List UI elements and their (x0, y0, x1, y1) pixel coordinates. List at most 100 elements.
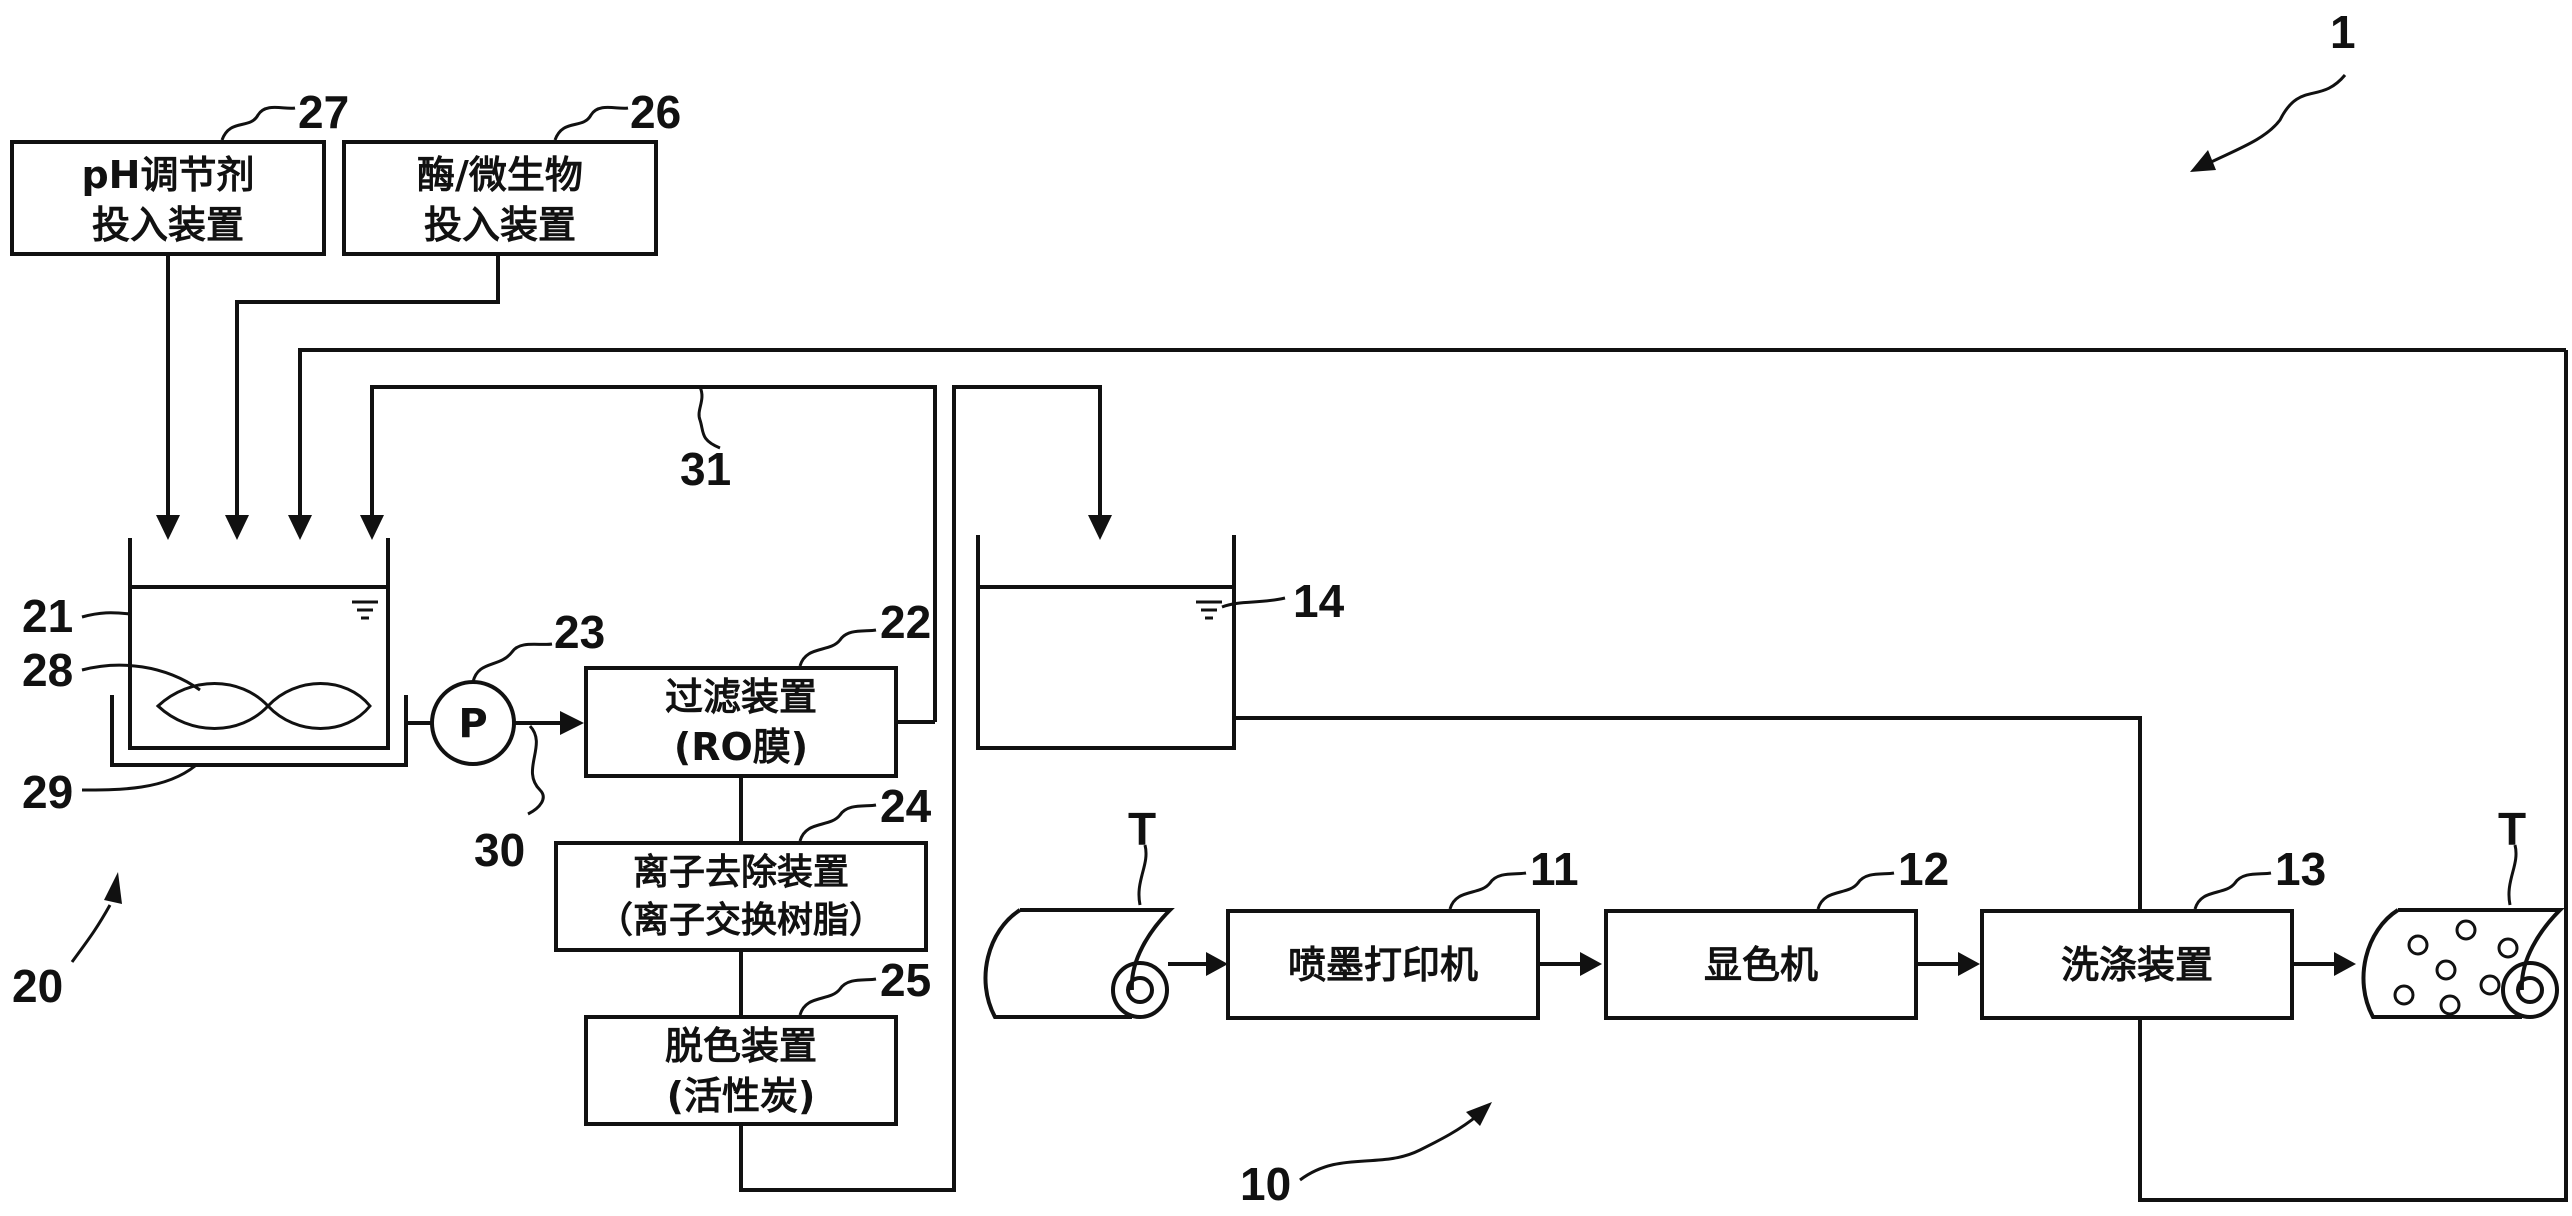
ref-31: 31 (680, 443, 731, 495)
print-dot (2407, 934, 2429, 956)
wastewater-tank (110, 538, 408, 767)
heater-jacket (110, 695, 408, 767)
recycled-water-line (739, 385, 1102, 1192)
ref-23: 23 (554, 606, 605, 658)
fabric-roll-out: T (2361, 803, 2565, 1019)
ion-removal-box (554, 841, 928, 952)
figure-leader (2204, 74, 2347, 167)
filtration-line2: (RO膜) (674, 725, 808, 769)
ref-t-in: T (1128, 803, 1156, 855)
recycled-water-arrow (1088, 515, 1112, 540)
pump-to-filter-arrow (560, 711, 584, 735)
tank-body (128, 538, 390, 750)
ref-t-out: T (2498, 803, 2526, 855)
wash-return-arrow (288, 515, 312, 540)
ref-t-in-leader (1137, 844, 1148, 906)
enzyme-microbe-line1: 酶/微生物 (417, 153, 583, 197)
roll-to-printer-arrow (1206, 952, 1228, 976)
washing-label: 洗涤装置 (2061, 943, 2213, 987)
print-dot (2435, 959, 2457, 981)
pump: P (430, 680, 516, 766)
fabric-roll-in-sheet (983, 908, 1132, 1019)
print-dot (2497, 937, 2519, 959)
ref-27: 27 (298, 86, 349, 138)
enzyme-microbe-line2: 投入装置 (424, 203, 576, 247)
ion-removal-line1: 离子去除装置 (633, 852, 849, 893)
ref-28: 28 (22, 644, 73, 696)
ref-28-leader (81, 663, 201, 692)
washing-box (1980, 909, 2294, 1020)
developer-to-wash-arrow (1958, 952, 1980, 976)
ref-22-leader (798, 628, 877, 667)
fabric-roll-out-outer (2501, 961, 2559, 1019)
water-tank (976, 535, 1236, 750)
figure-number: 1 (2330, 6, 2356, 58)
ref-26: 26 (630, 86, 681, 138)
inkjet-printer-box (1226, 909, 1540, 1020)
filtration-device: 过滤装置 (RO膜) 22 (584, 596, 931, 778)
ref-10: 10 (1240, 1158, 1291, 1210)
wash-drain-line (2138, 350, 2568, 1202)
print-dot (2439, 994, 2461, 1016)
ref-13-leader (2193, 871, 2272, 910)
ref-20: 20 (12, 960, 63, 1012)
ref-11-leader (1448, 871, 1527, 910)
print-dot (2455, 919, 2477, 941)
ref-30-leader (527, 724, 545, 816)
input-flow-lines (156, 256, 2566, 722)
ph-flow-arrow (156, 515, 180, 540)
fabric-roll-in-core (1126, 976, 1154, 1004)
ref-25: 25 (880, 954, 931, 1006)
ref-t-out-leader (2507, 844, 2518, 906)
ref-26-leader (553, 105, 629, 141)
ref-14: 14 (1293, 575, 1345, 627)
ref-14-leader (1221, 596, 1286, 609)
ref-10-arrowhead (1466, 1102, 1492, 1126)
filtration-line1: 过滤装置 (665, 675, 817, 719)
pipe-31-arrow (360, 515, 384, 540)
decolor-device: 脱色装置 (活性炭) 25 (584, 954, 931, 1126)
water-tank-body (976, 535, 1236, 750)
developer-label: 显色机 (1704, 943, 1818, 987)
water-to-wash-line (1234, 716, 2142, 911)
ref-25-leader (798, 977, 877, 1016)
ref-21: 21 (22, 590, 73, 642)
ref-29-leader (81, 764, 196, 792)
print-dot (2393, 984, 2415, 1006)
ph-adjuster-device: pH调节剂 投入装置 27 (10, 86, 349, 256)
ref-21-leader (81, 611, 131, 619)
ref-27-leader (220, 105, 296, 141)
pipe-31-line (370, 385, 937, 722)
fabric-roll-in-outer (1111, 961, 1169, 1019)
ref-13: 13 (2275, 843, 2326, 895)
ph-adjuster-line1: pH调节剂 (81, 153, 254, 197)
developer-device: 显色机 12 (1604, 843, 1949, 1020)
printer-to-developer-arrow (1580, 952, 1602, 976)
wash-to-roll-arrow (2334, 952, 2356, 976)
ref-29: 29 (22, 766, 73, 818)
enzyme-microbe-device: 酶/微生物 投入装置 26 (342, 86, 681, 256)
ph-adjuster-box (10, 140, 326, 256)
fabric-roll-out-core (2516, 976, 2544, 1004)
decolor-line2: (活性炭) (667, 1074, 816, 1118)
ref-23-leader (471, 642, 553, 683)
enzyme-flow-arrow (225, 515, 249, 540)
ref-11: 11 (1530, 843, 1579, 895)
ref-10-leader (1299, 1113, 1479, 1182)
decolor-line1: 脱色装置 (665, 1024, 817, 1068)
ref-31-leader (697, 386, 721, 450)
fabric-roll-in: T (983, 803, 1175, 1019)
ref-24-leader (798, 803, 877, 842)
ion-removal-device: 离子去除装置 （离子交换树脂） 24 (554, 780, 932, 952)
ref-20-arrowhead (104, 872, 122, 904)
ref-24: 24 (880, 780, 932, 832)
wash-return-line (298, 348, 2566, 520)
inkjet-printer-label: 喷墨打印机 (1288, 943, 1478, 987)
ref-12-leader (1816, 871, 1895, 910)
stirrer-blade (155, 682, 372, 730)
ref-30: 30 (474, 824, 525, 876)
enzyme-flow-line (235, 256, 500, 520)
enzyme-microbe-box (342, 140, 658, 256)
print-dot (2479, 974, 2501, 996)
